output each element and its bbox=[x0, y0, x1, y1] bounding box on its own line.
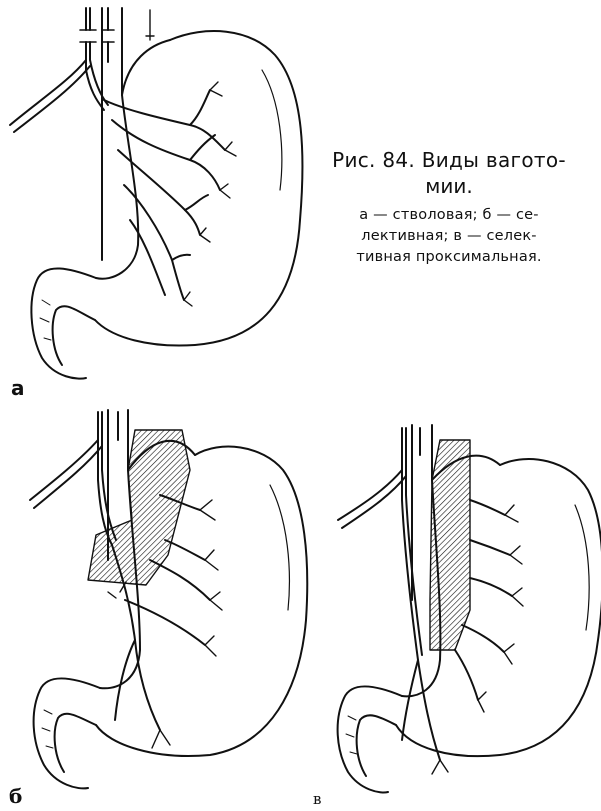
panel-v-stomach bbox=[338, 425, 601, 792]
caption-body: а — стволовая; б — се- лективная; в — се… bbox=[300, 205, 598, 268]
panel-b-stomach bbox=[34, 410, 308, 788]
caption-body-line-1: а — стволовая; б — се- bbox=[300, 205, 598, 226]
panel-label-v: в bbox=[313, 790, 321, 808]
panel-label-a: а bbox=[11, 376, 25, 400]
caption-body-line-3: тивная проксимальная. bbox=[300, 247, 598, 268]
caption-title-line-1: Рис. 84. Виды вагото- bbox=[300, 147, 598, 173]
figure-caption: Рис. 84. Виды вагото- мии. а — стволовая… bbox=[300, 147, 598, 268]
panel-label-b: б bbox=[9, 784, 22, 808]
caption-title-line-2: мии. bbox=[300, 173, 598, 199]
caption-body-line-2: лективная; в — селек- bbox=[300, 226, 598, 247]
